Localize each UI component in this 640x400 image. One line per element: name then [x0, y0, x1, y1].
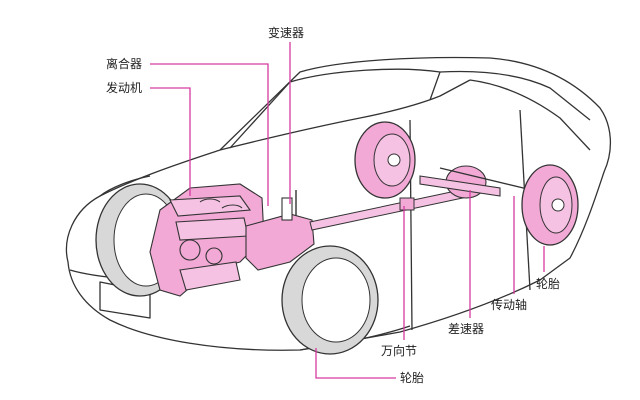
label-universal-joint: 万向节: [381, 344, 418, 358]
label-engine: 发动机: [106, 81, 143, 95]
lower-tire: [281, 245, 379, 355]
label-clutch: 离合器: [106, 57, 143, 71]
transmission: [245, 190, 315, 271]
rear-left-wheel: [354, 121, 416, 199]
label-transmission: 变速器: [268, 26, 305, 40]
label-tire-front: 轮胎: [400, 371, 425, 385]
rear-right-wheel: [521, 164, 579, 246]
leader-engine: [150, 87, 191, 196]
leader-clutch: [150, 63, 269, 206]
engine: [149, 183, 265, 297]
car-body: [65, 56, 612, 351]
differential: [419, 165, 541, 199]
leader-lines: [150, 42, 545, 379]
label-tire-rear: 轮胎: [536, 277, 561, 291]
label-differential: 差速器: [448, 322, 485, 336]
label-drive-shaft: 传动轴: [491, 298, 528, 312]
leader-tire-front: [315, 348, 396, 379]
